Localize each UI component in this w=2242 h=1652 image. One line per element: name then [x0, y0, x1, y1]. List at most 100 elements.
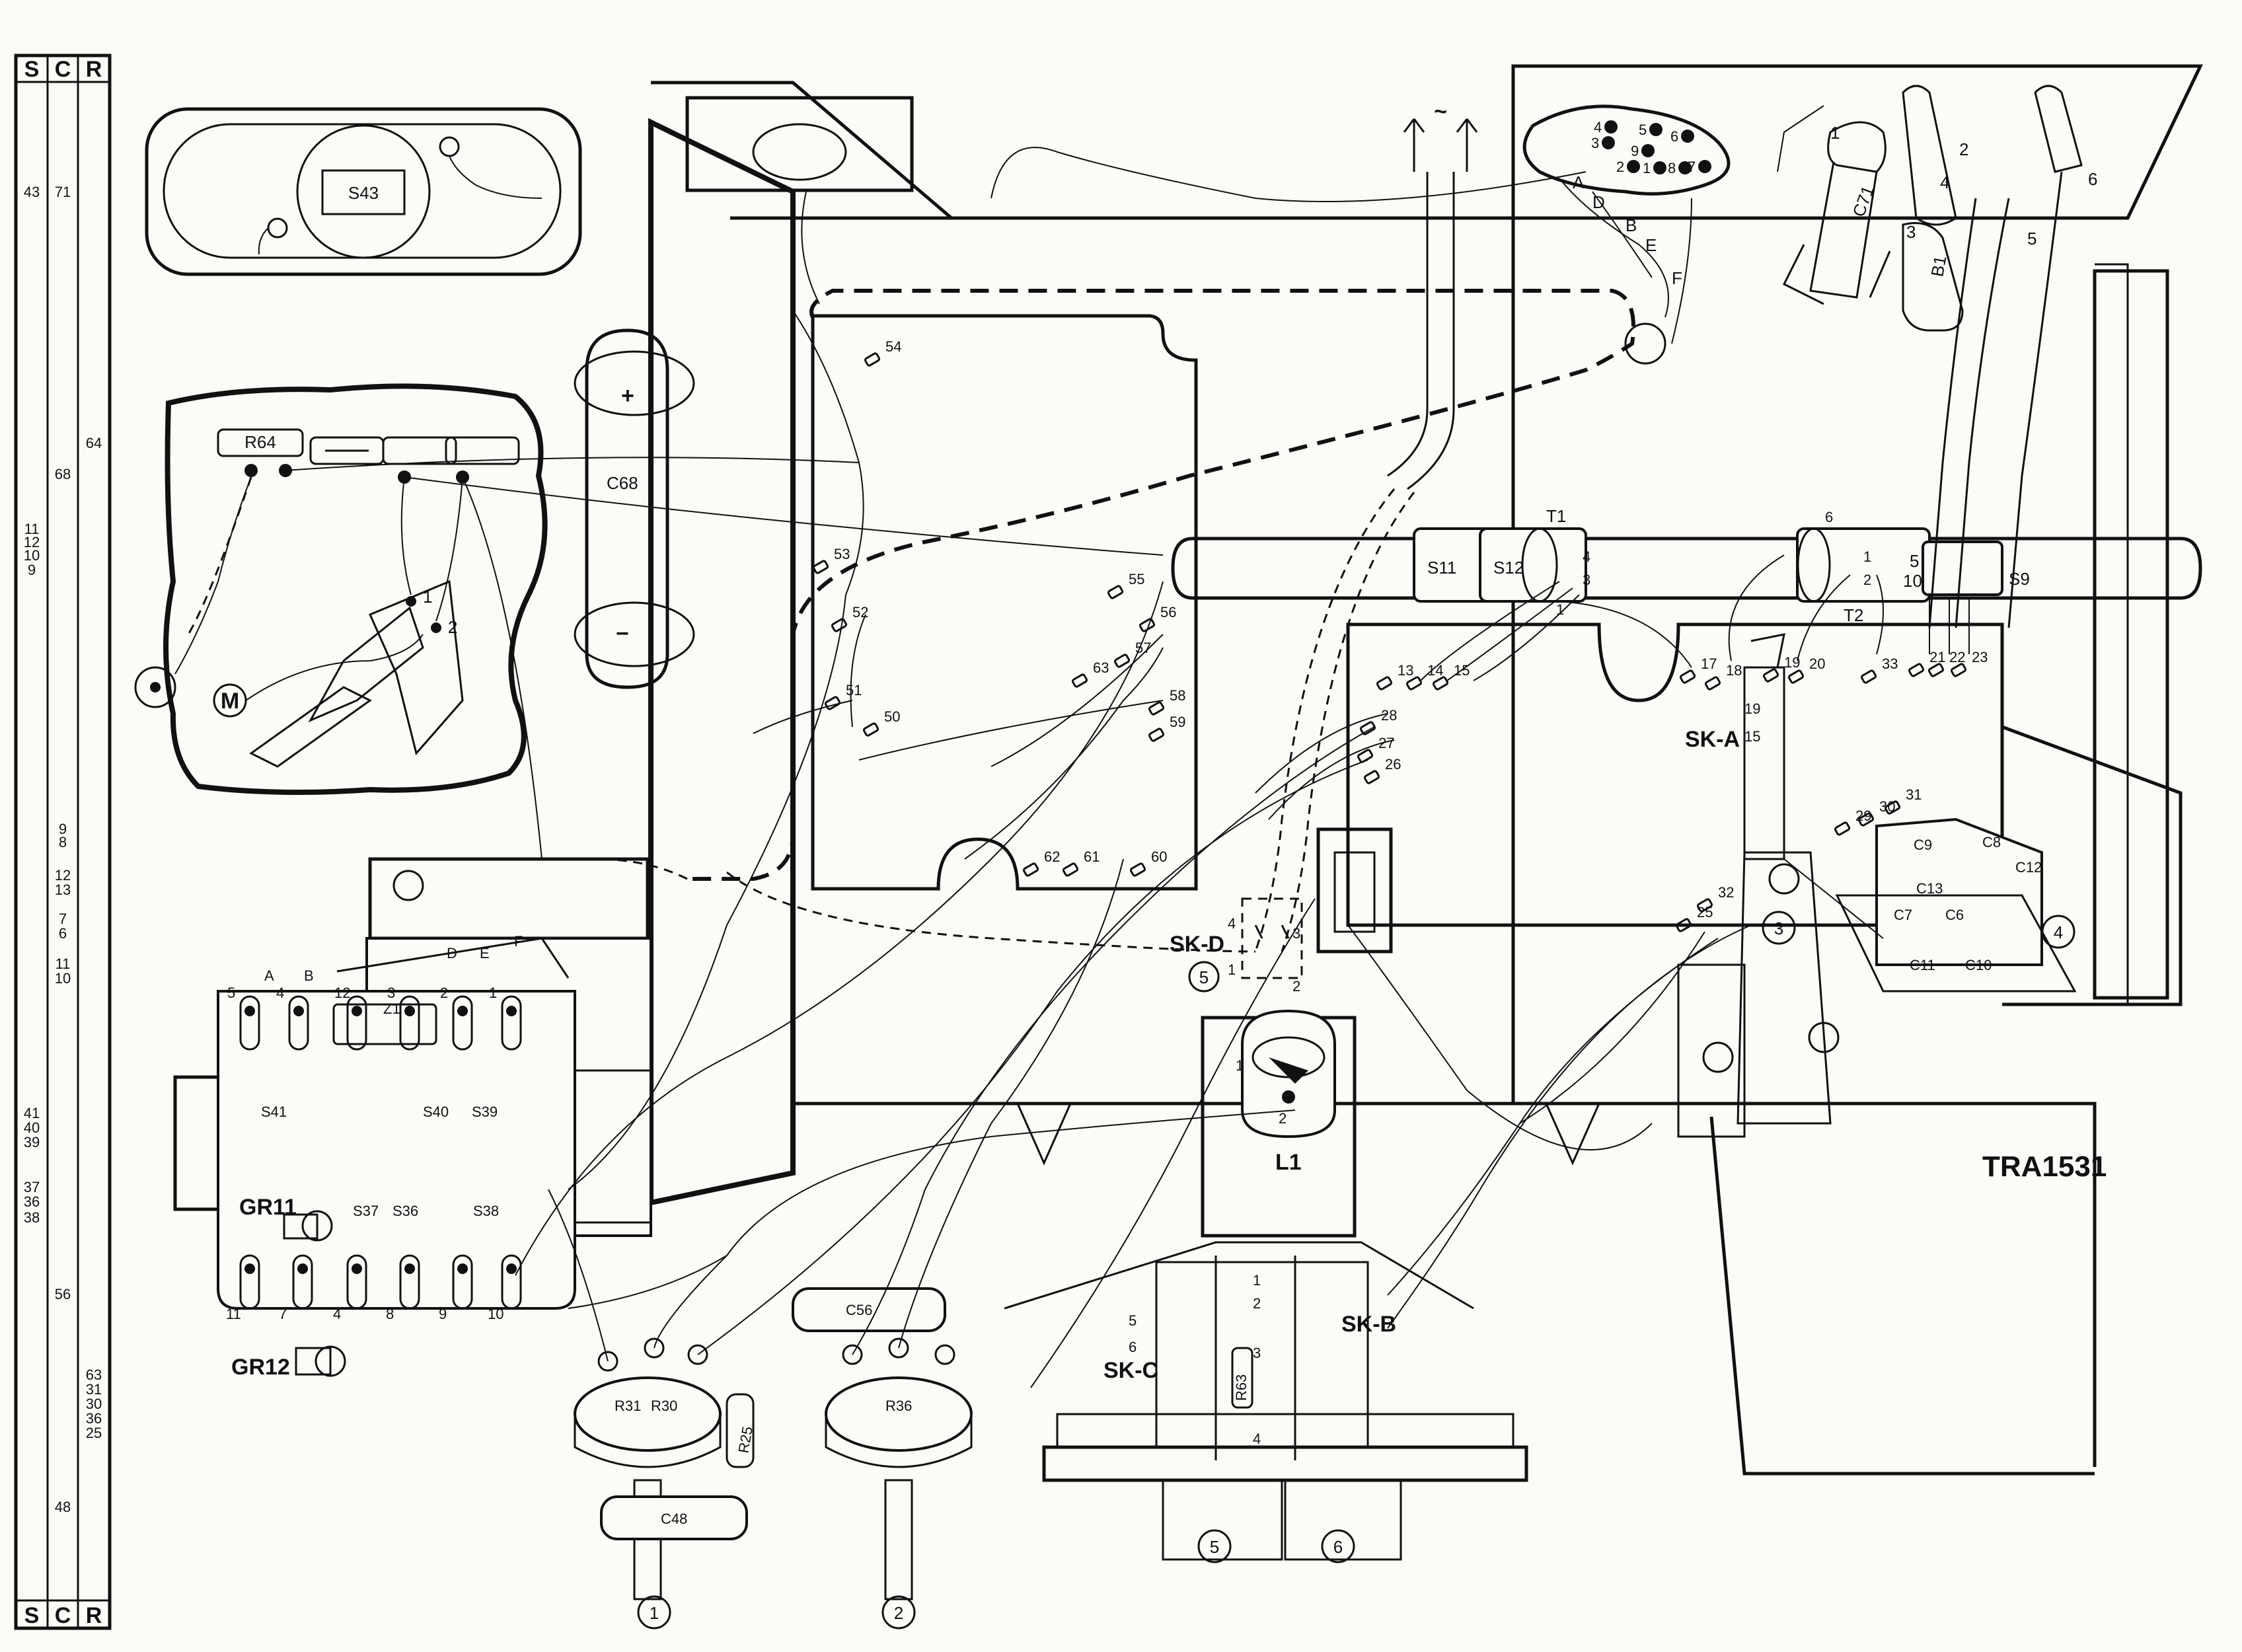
c11-label: C11 — [1910, 957, 1935, 973]
ruler-entry-s: 9 — [28, 562, 36, 578]
c71-label: C71 — [1848, 183, 1878, 219]
ruler-entry-s: 37 — [24, 1179, 40, 1195]
s36-label: S36 — [392, 1203, 418, 1219]
motor-label: M — [221, 689, 239, 714]
s43-label: S43 — [348, 183, 379, 203]
coil-letter-e: E — [480, 945, 490, 961]
cable-letter-e: E — [1645, 235, 1657, 255]
sk-d-pin-3: 3 — [1292, 925, 1300, 942]
coil-pin-bottom-label: 4 — [333, 1306, 341, 1322]
ruler-footer-c: C — [55, 1603, 71, 1628]
coil-letter-a: A — [264, 967, 274, 984]
coil-pin-top-label: 5 — [227, 985, 235, 1001]
ruler-entry-c: 8 — [59, 834, 67, 850]
c10-label: C10 — [1965, 957, 1992, 973]
terminal-31: 31 — [1906, 786, 1922, 803]
terminal-60: 60 — [1151, 848, 1167, 865]
socket-pin-dot — [1698, 160, 1711, 173]
terminal-58: 58 — [1170, 687, 1185, 704]
r30-label: R30 — [651, 1398, 677, 1414]
s39-label: S39 — [472, 1104, 498, 1120]
tr-pin-5: 5 — [2027, 229, 2036, 248]
terminal-lug — [824, 696, 841, 710]
ruler-entry-c: 9 — [59, 821, 67, 837]
callout-5-block: 5 — [1210, 1537, 1219, 1557]
l1-coil: 1 2 L1 — [1201, 1009, 1357, 1238]
skbc-pin-3: 3 — [1253, 1345, 1261, 1361]
socket-pin-label: 1 — [1643, 160, 1651, 176]
c8-label: C8 — [1982, 834, 2001, 850]
motor-pin-2: 2 — [448, 617, 457, 637]
terminal-lug — [1908, 663, 1925, 677]
socket-pin-label: 5 — [1639, 122, 1647, 138]
socket-pin-dot — [1678, 161, 1692, 174]
t2-pin-2: 2 — [1863, 572, 1871, 588]
terminal-26: 26 — [1385, 756, 1401, 772]
sk-a-pin-19: 19 — [1744, 700, 1760, 717]
coil-lug-dot — [352, 1263, 362, 1274]
coil-lug-dot — [293, 1006, 304, 1016]
motor-pin-1: 1 — [423, 587, 432, 607]
sk-d-label: SK-D — [1170, 932, 1224, 957]
cable-letter-b: B — [1625, 215, 1637, 235]
c9-label: C9 — [1914, 837, 1932, 853]
terminal-lug — [864, 352, 881, 367]
socket-pin-dot — [1604, 120, 1618, 133]
terminal-lug — [1148, 701, 1165, 716]
s11-label: S11 — [1427, 558, 1456, 578]
dashed-cable-branch — [410, 858, 1256, 953]
callout-2-pot: 2 — [894, 1603, 903, 1623]
coil-lug-top — [452, 995, 473, 1051]
t1-pin-3: 3 — [1583, 572, 1590, 588]
ruler-entry-r: 64 — [86, 435, 102, 451]
s10-label: 10 — [1903, 571, 1922, 591]
coil-lug-dot — [404, 1263, 415, 1274]
terminal-32: 32 — [1718, 884, 1734, 901]
t1-pin-4: 4 — [1583, 548, 1590, 565]
terminal-13: 13 — [1398, 662, 1413, 679]
ruler-entry-c: 68 — [55, 466, 71, 482]
tr-pin-2: 2 — [1959, 139, 1968, 159]
sk-a-label: SK-A — [1685, 727, 1740, 752]
r36-label: R36 — [885, 1398, 912, 1414]
terminal-lug — [1432, 676, 1449, 691]
coil-lug-bottom — [399, 1254, 420, 1310]
pot-2: R36 C56 2 — [792, 1287, 973, 1630]
sk-b-label: SK-B — [1341, 1312, 1396, 1337]
c68-plus: + — [621, 383, 634, 408]
coil-lug-top — [399, 995, 420, 1051]
ruler-entry-s: 40 — [24, 1119, 40, 1136]
c56-label: C56 — [846, 1302, 872, 1318]
terminal-27: 27 — [1378, 735, 1394, 751]
terminal-lug — [862, 722, 879, 737]
z1-label: Z1 — [383, 1000, 400, 1017]
terminal-lug — [1405, 676, 1423, 691]
terminal-lug — [1787, 669, 1805, 684]
socket-pin-label: 8 — [1668, 160, 1676, 176]
callout-3-ska: 3 — [1774, 919, 1783, 938]
callout-6-block: 6 — [1333, 1537, 1343, 1557]
coil-lug-dot — [506, 1006, 517, 1016]
terminal-lug — [812, 560, 829, 574]
t1-label: T1 — [1546, 506, 1566, 526]
terminal-33: 33 — [1882, 656, 1898, 672]
r31-label: R31 — [615, 1398, 641, 1414]
skbc-pin-4: 4 — [1253, 1431, 1261, 1447]
terminal-lug — [1762, 668, 1779, 683]
tr-pin-3: 3 — [1906, 222, 1916, 242]
coil-lug-dot — [457, 1263, 468, 1274]
terminal-lug — [1950, 663, 1967, 677]
terminal-17: 17 — [1701, 656, 1717, 672]
socket-pin-label: 4 — [1594, 119, 1602, 135]
cable-letter-a: A — [1573, 172, 1585, 192]
terminal-lug — [1062, 862, 1079, 877]
ruler-entry-s: 43 — [24, 184, 40, 200]
terminal-28: 28 — [1381, 707, 1397, 724]
c68-minus: − — [616, 621, 629, 646]
t2-coil: 5 10 S9 T2 6 1 2 — [1796, 509, 2030, 625]
